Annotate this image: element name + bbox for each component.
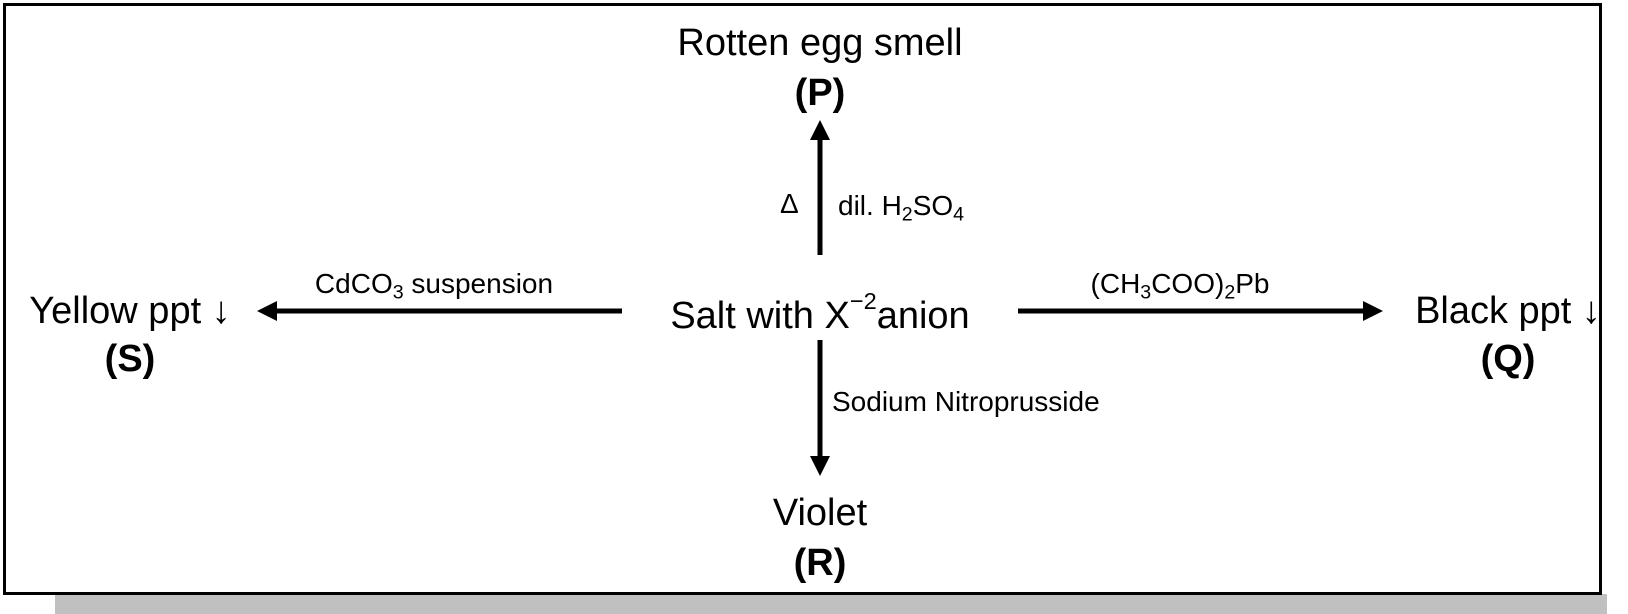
center-salt: Salt with X−2anion xyxy=(670,288,970,337)
reagent-cdco3-suspension: CdCO3 suspension xyxy=(314,268,554,304)
product-r-text: Violet xyxy=(772,492,868,534)
arrow-left xyxy=(257,301,622,321)
diagram-frame xyxy=(3,3,1602,595)
reagent-sodium-nitroprusside: Sodium Nitroprusside xyxy=(832,386,1100,417)
salt-prefix: Salt with X xyxy=(670,294,850,337)
product-s-text: Yellow ppt ↓ xyxy=(29,290,231,332)
product-p-text: Rotten egg smell xyxy=(677,22,963,64)
reagent-dil-h2so4: dil. H2SO4 xyxy=(838,190,965,226)
product-p-label: (P) xyxy=(794,72,846,114)
arrow-right xyxy=(1018,301,1383,321)
arrow-down xyxy=(810,340,830,476)
heat-symbol: Δ xyxy=(780,188,799,219)
product-r-label: (R) xyxy=(793,542,847,584)
product-q-text: Black ppt ↓ xyxy=(1415,290,1601,332)
arrow-up xyxy=(810,120,830,255)
product-q-label: (Q) xyxy=(1480,338,1536,380)
frame-shadow xyxy=(55,594,1607,614)
anion-charge: −2 xyxy=(849,288,877,314)
salt-suffix: anion xyxy=(876,294,970,337)
product-s-label: (S) xyxy=(104,338,156,380)
reagent-lead-acetate: (CH3COO)2Pb xyxy=(1090,268,1270,304)
